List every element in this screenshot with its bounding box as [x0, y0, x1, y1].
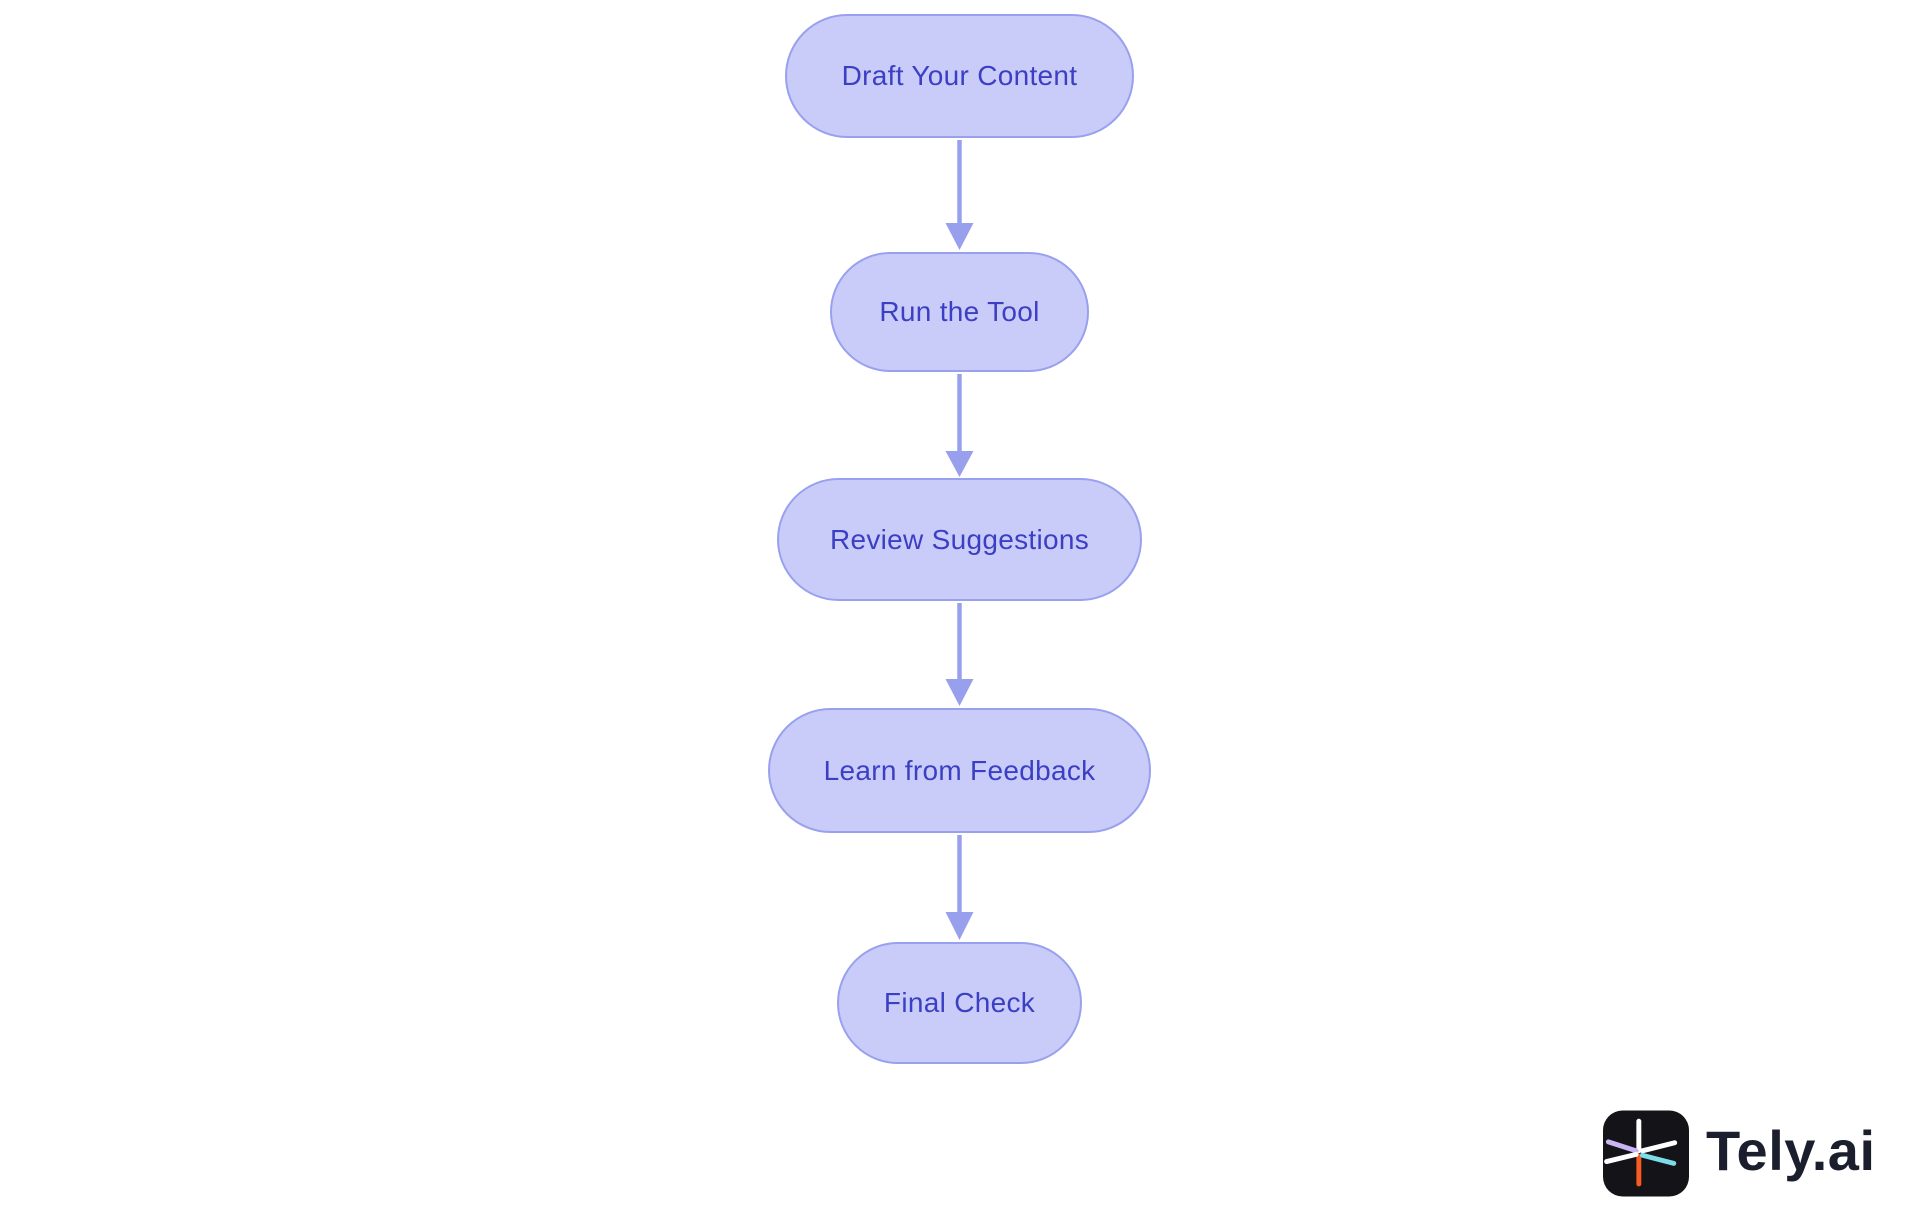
flow-node-label: Review Suggestions — [829, 523, 1090, 555]
flow-node-draft-your-content: Draft Your Content — [785, 14, 1134, 138]
tely-asterisk-icon — [1603, 1110, 1689, 1197]
flow-node-label: Learn from Feedback — [823, 754, 1096, 786]
flow-node-final-check: Final Check — [837, 942, 1082, 1064]
flow-node-run-the-tool: Run the Tool — [830, 252, 1089, 372]
flow-node-label: Final Check — [883, 987, 1036, 1018]
arrow-review-to-learn — [945, 603, 974, 706]
arrow-draft-to-run — [945, 140, 974, 250]
brand-name: Tely.ai — [1706, 1118, 1876, 1182]
arrow-run-to-review — [945, 374, 974, 477]
flow-node-label: Run the Tool — [879, 296, 1040, 327]
flow-node-review-suggestions: Review Suggestions — [777, 478, 1142, 601]
arrow-learn-to-final — [945, 835, 974, 940]
brand-logo: Tely.ai — [1603, 1110, 1876, 1197]
flow-node-learn-from-feedback: Learn from Feedback — [768, 708, 1151, 833]
flow-node-label: Draft Your Content — [841, 60, 1078, 91]
